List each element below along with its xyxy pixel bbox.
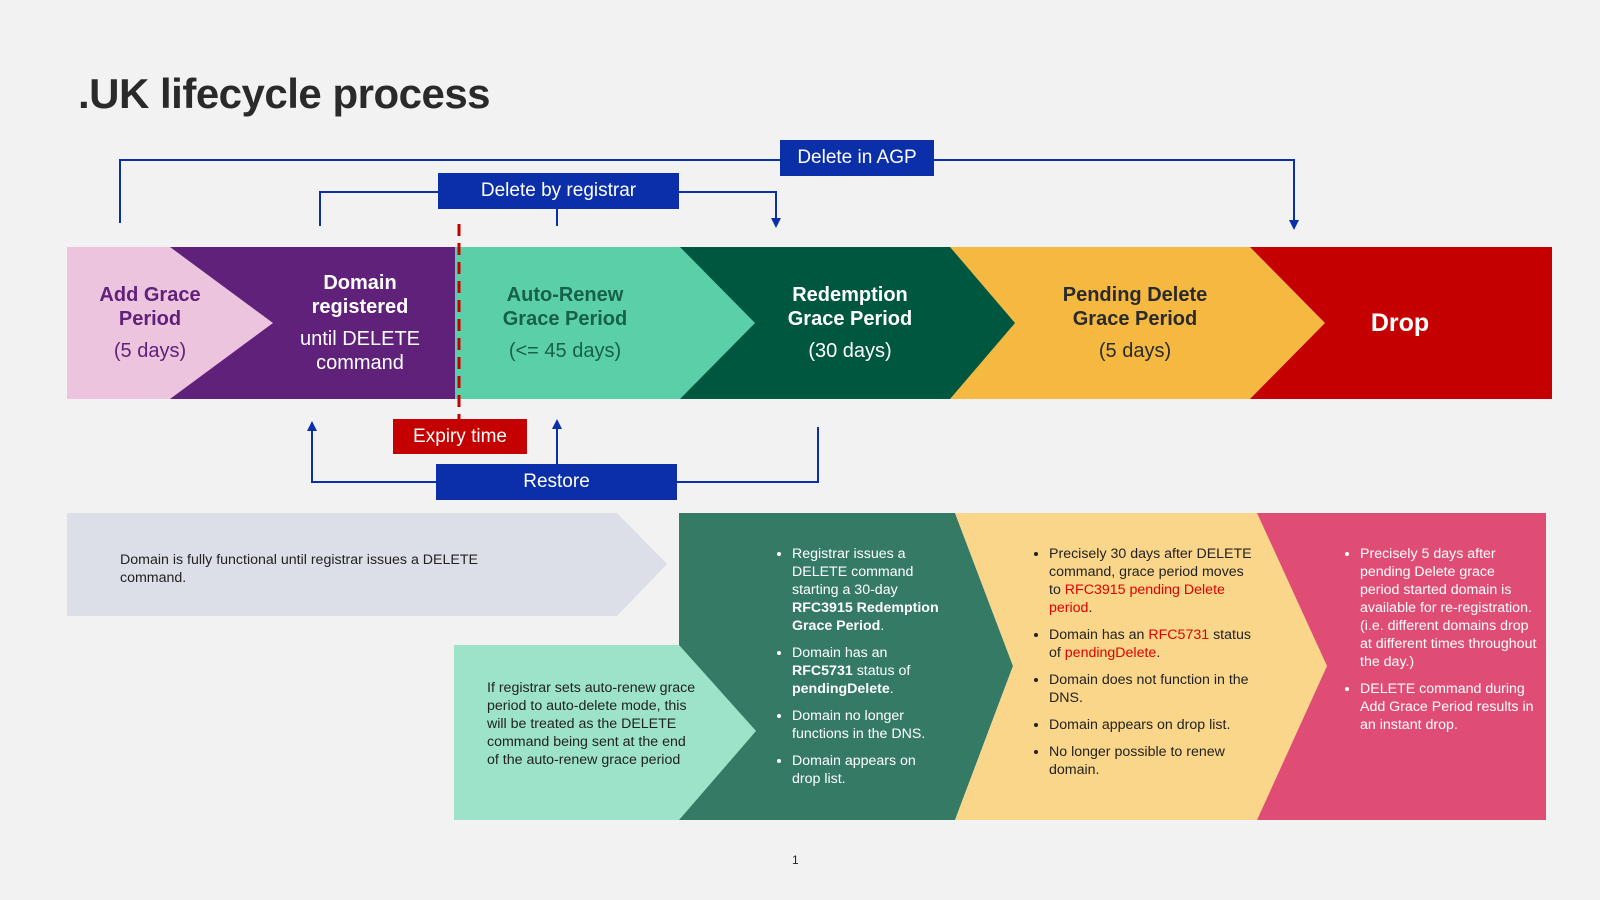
drop-desc-shape <box>1257 513 1546 820</box>
stage-auto-renew-sub: (<= 45 days) <box>508 340 622 362</box>
redemption-b2-mid: status of <box>856 663 911 679</box>
stage-auto-renew: Auto-Renew Grace Period (<= 45 days) <box>480 247 650 399</box>
stage-redemption-title: Redemption Grace Period <box>787 284 913 330</box>
expiry-time-label: Expiry time <box>393 419 527 454</box>
redemption-b1-bold: RFC3915 Redemption Grace Period <box>792 600 939 634</box>
stage-redemption-shape <box>680 247 1015 399</box>
redemption-b2-bold1: RFC5731 <box>792 663 853 679</box>
redemption-b1-text: Registrar issues a DELETE command starti… <box>792 546 914 598</box>
stage-add-grace-shape <box>67 247 273 399</box>
stage-pending-delete-title: Pending Delete Grace Period <box>1062 284 1208 330</box>
stage-redemption-sub: (30 days) <box>808 340 892 362</box>
redemption-b2-post: . <box>889 681 894 697</box>
redemption-b2-bold2: pendingDelete <box>792 681 890 697</box>
redemption-bullet: Domain has an RFC5731 status of pendingD… <box>792 644 945 698</box>
redemption-bullet: Domain appears on drop list. <box>792 752 945 788</box>
redemption-bullet: Domain no longer functions in the DNS. <box>792 707 945 743</box>
stage-registered-sub: until DELETE command <box>299 328 421 374</box>
pending-description: Precisely 30 days after DELETE command, … <box>1027 545 1257 788</box>
pending-bullet: Domain has an RFC5731 status of pendingD… <box>1049 626 1257 662</box>
pending-bullet: Precisely 30 days after DELETE command, … <box>1049 545 1257 617</box>
stage-registered-shape <box>170 247 455 399</box>
functional-description: Domain is fully functional until registr… <box>120 551 520 587</box>
drop-bullet: Precisely 5 days after pending Delete gr… <box>1360 545 1538 671</box>
auto-renew-text: If registrar sets auto-renew grace perio… <box>487 680 696 768</box>
page-number: 1 <box>792 853 799 867</box>
stage-drop-shape <box>1250 247 1552 399</box>
stage-pending-delete: Pending Delete Grace Period (5 days) <box>1035 247 1235 399</box>
redemption-b1-post: . <box>880 618 885 634</box>
pending-desc-shape <box>955 513 1327 820</box>
functional-text: Domain is fully functional until registr… <box>120 552 478 586</box>
redemption-bullet: Registrar issues a DELETE command starti… <box>792 545 945 635</box>
pending-b2-red1: RFC5731 <box>1148 627 1210 643</box>
pending-b1-text: Precisely 30 days after DELETE command, … <box>1049 546 1252 598</box>
delete-in-agp-connector <box>119 159 1299 230</box>
redemption-desc-shape <box>679 513 1013 820</box>
delete-in-agp-label: Delete in AGP <box>780 140 934 176</box>
restore-label: Restore <box>436 464 677 500</box>
functional-shape <box>67 513 667 616</box>
stage-add-grace: Add Grace Period (5 days) <box>75 247 225 399</box>
pending-b2-post: . <box>1156 645 1161 661</box>
stage-auto-renew-shape <box>455 247 755 399</box>
stage-add-grace-title: Add Grace Period <box>99 284 201 330</box>
stage-registered-title: Domain registered <box>311 272 409 318</box>
page-title: .UK lifecycle process <box>78 70 491 117</box>
stage-drop-title: Drop <box>1370 309 1430 337</box>
stage-pending-delete-shape <box>950 247 1325 399</box>
stage-auto-renew-title: Auto-Renew Grace Period <box>502 284 628 330</box>
drop-bullet: DELETE command during Add Grace Period r… <box>1360 680 1538 734</box>
pending-b2-mid: status of <box>1049 627 1251 661</box>
stage-redemption: Redemption Grace Period (30 days) <box>760 247 940 399</box>
pending-bullet: Domain does not function in the DNS. <box>1049 671 1257 707</box>
drop-description: Precisely 5 days after pending Delete gr… <box>1338 545 1538 743</box>
redemption-b2-text: Domain has an <box>792 645 888 661</box>
stage-pending-delete-sub: (5 days) <box>1098 340 1172 362</box>
stage-registered: Domain registered until DELETE command <box>270 247 450 399</box>
auto-renew-description: If registrar sets auto-renew grace perio… <box>487 679 697 769</box>
auto-renew-desc-shape <box>454 645 756 820</box>
pending-b2-text: Domain has an <box>1049 627 1145 643</box>
pending-b1-post: . <box>1088 600 1093 616</box>
stage-add-grace-sub: (5 days) <box>113 340 187 362</box>
pending-bullet: Domain appears on drop list. <box>1049 716 1257 734</box>
delete-by-registrar-label: Delete by registrar <box>438 173 679 209</box>
stage-drop: Drop <box>1330 247 1470 399</box>
pending-b2-red2: pendingDelete <box>1064 645 1157 661</box>
redemption-description: Registrar issues a DELETE command starti… <box>770 545 945 797</box>
pending-b1-red: RFC3915 pending Delete period <box>1049 582 1225 616</box>
pending-bullet: No longer possible to renew domain. <box>1049 743 1257 779</box>
